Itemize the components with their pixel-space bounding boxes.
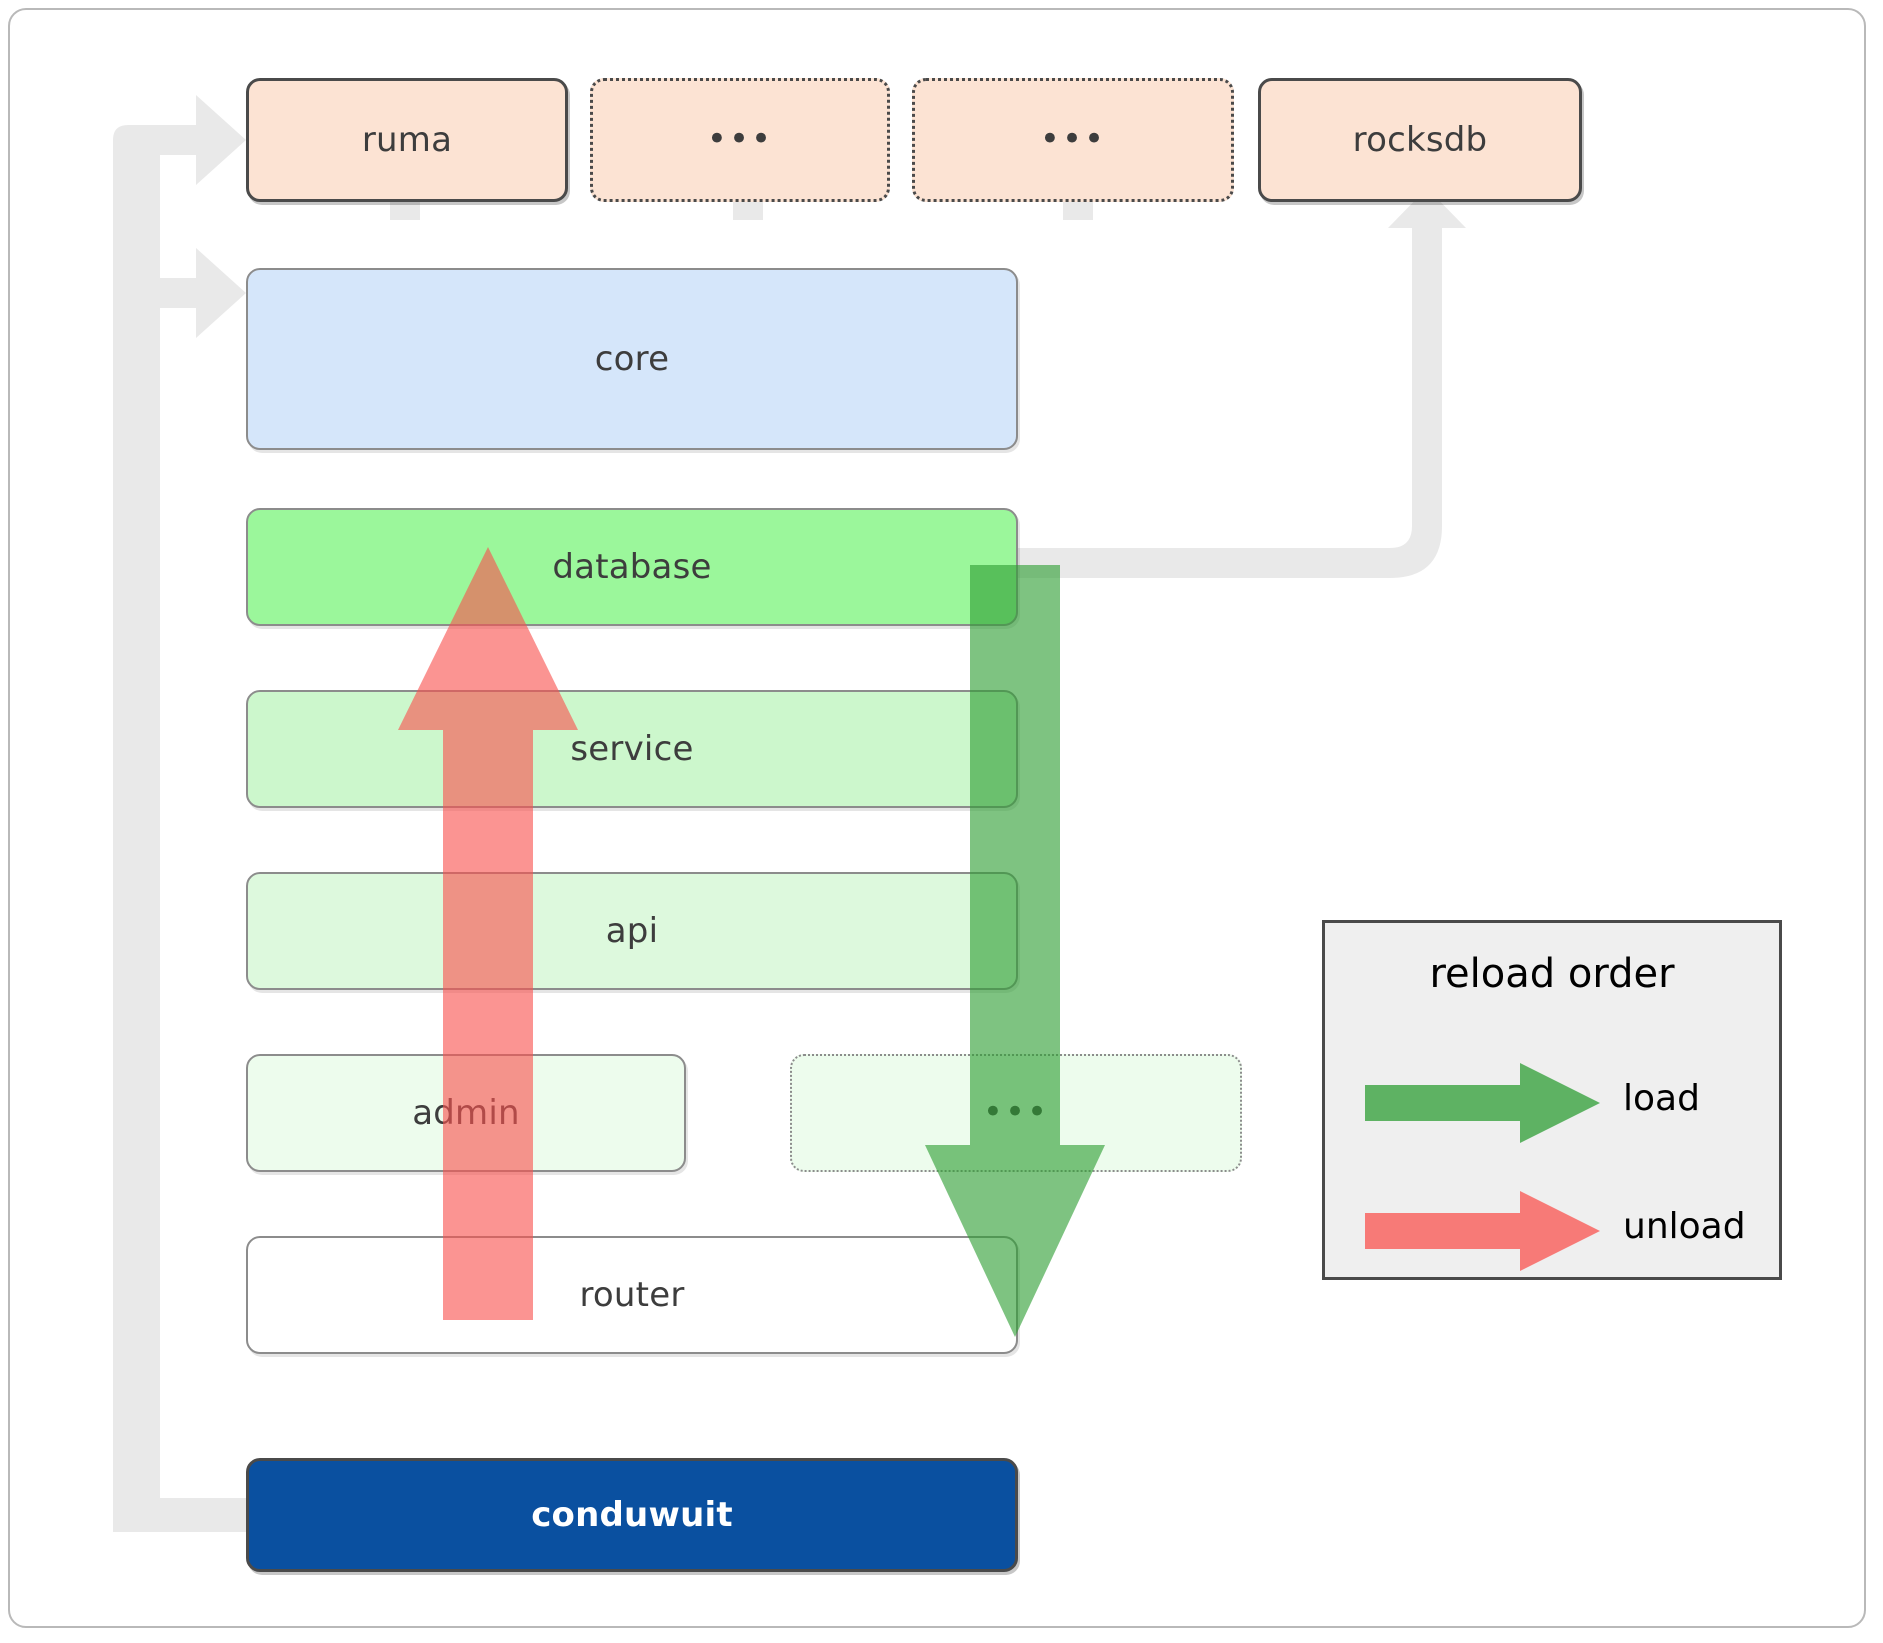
load-arrow (925, 565, 1105, 1337)
node-router[interactable]: router (246, 1236, 1018, 1354)
node-service-label: service (570, 729, 694, 769)
node-core[interactable]: core (246, 268, 1018, 450)
node-ruma-label: ruma (361, 120, 453, 160)
unload-arrow (398, 547, 578, 1320)
legend-load-arrow (1365, 1063, 1600, 1143)
legend-title: reload order (1429, 951, 1675, 997)
node-rocksdb-label: rocksdb (1352, 120, 1488, 160)
node-api[interactable]: api (246, 872, 1018, 990)
node-ellipsis-a[interactable]: ••• (590, 78, 890, 202)
legend-label-unload: unload (1623, 1206, 1746, 1247)
node-router-label: router (579, 1275, 685, 1315)
node-rocksdb[interactable]: rocksdb (1258, 78, 1582, 202)
legend-label-load: load (1623, 1078, 1700, 1119)
node-core-label: core (594, 339, 670, 379)
node-api-label: api (605, 911, 659, 951)
legend-unload-arrow (1365, 1191, 1600, 1271)
node-service[interactable]: service (246, 690, 1018, 808)
node-database[interactable]: database (246, 508, 1018, 626)
node-database-label: database (552, 547, 712, 587)
node-ruma[interactable]: ruma (246, 78, 568, 202)
node-conduwuit-label: conduwuit (531, 1495, 733, 1535)
node-ellipsis-b[interactable]: ••• (912, 78, 1234, 202)
legend-panel: reload order load unload (1322, 920, 1782, 1280)
node-conduwuit[interactable]: conduwuit (246, 1458, 1018, 1572)
